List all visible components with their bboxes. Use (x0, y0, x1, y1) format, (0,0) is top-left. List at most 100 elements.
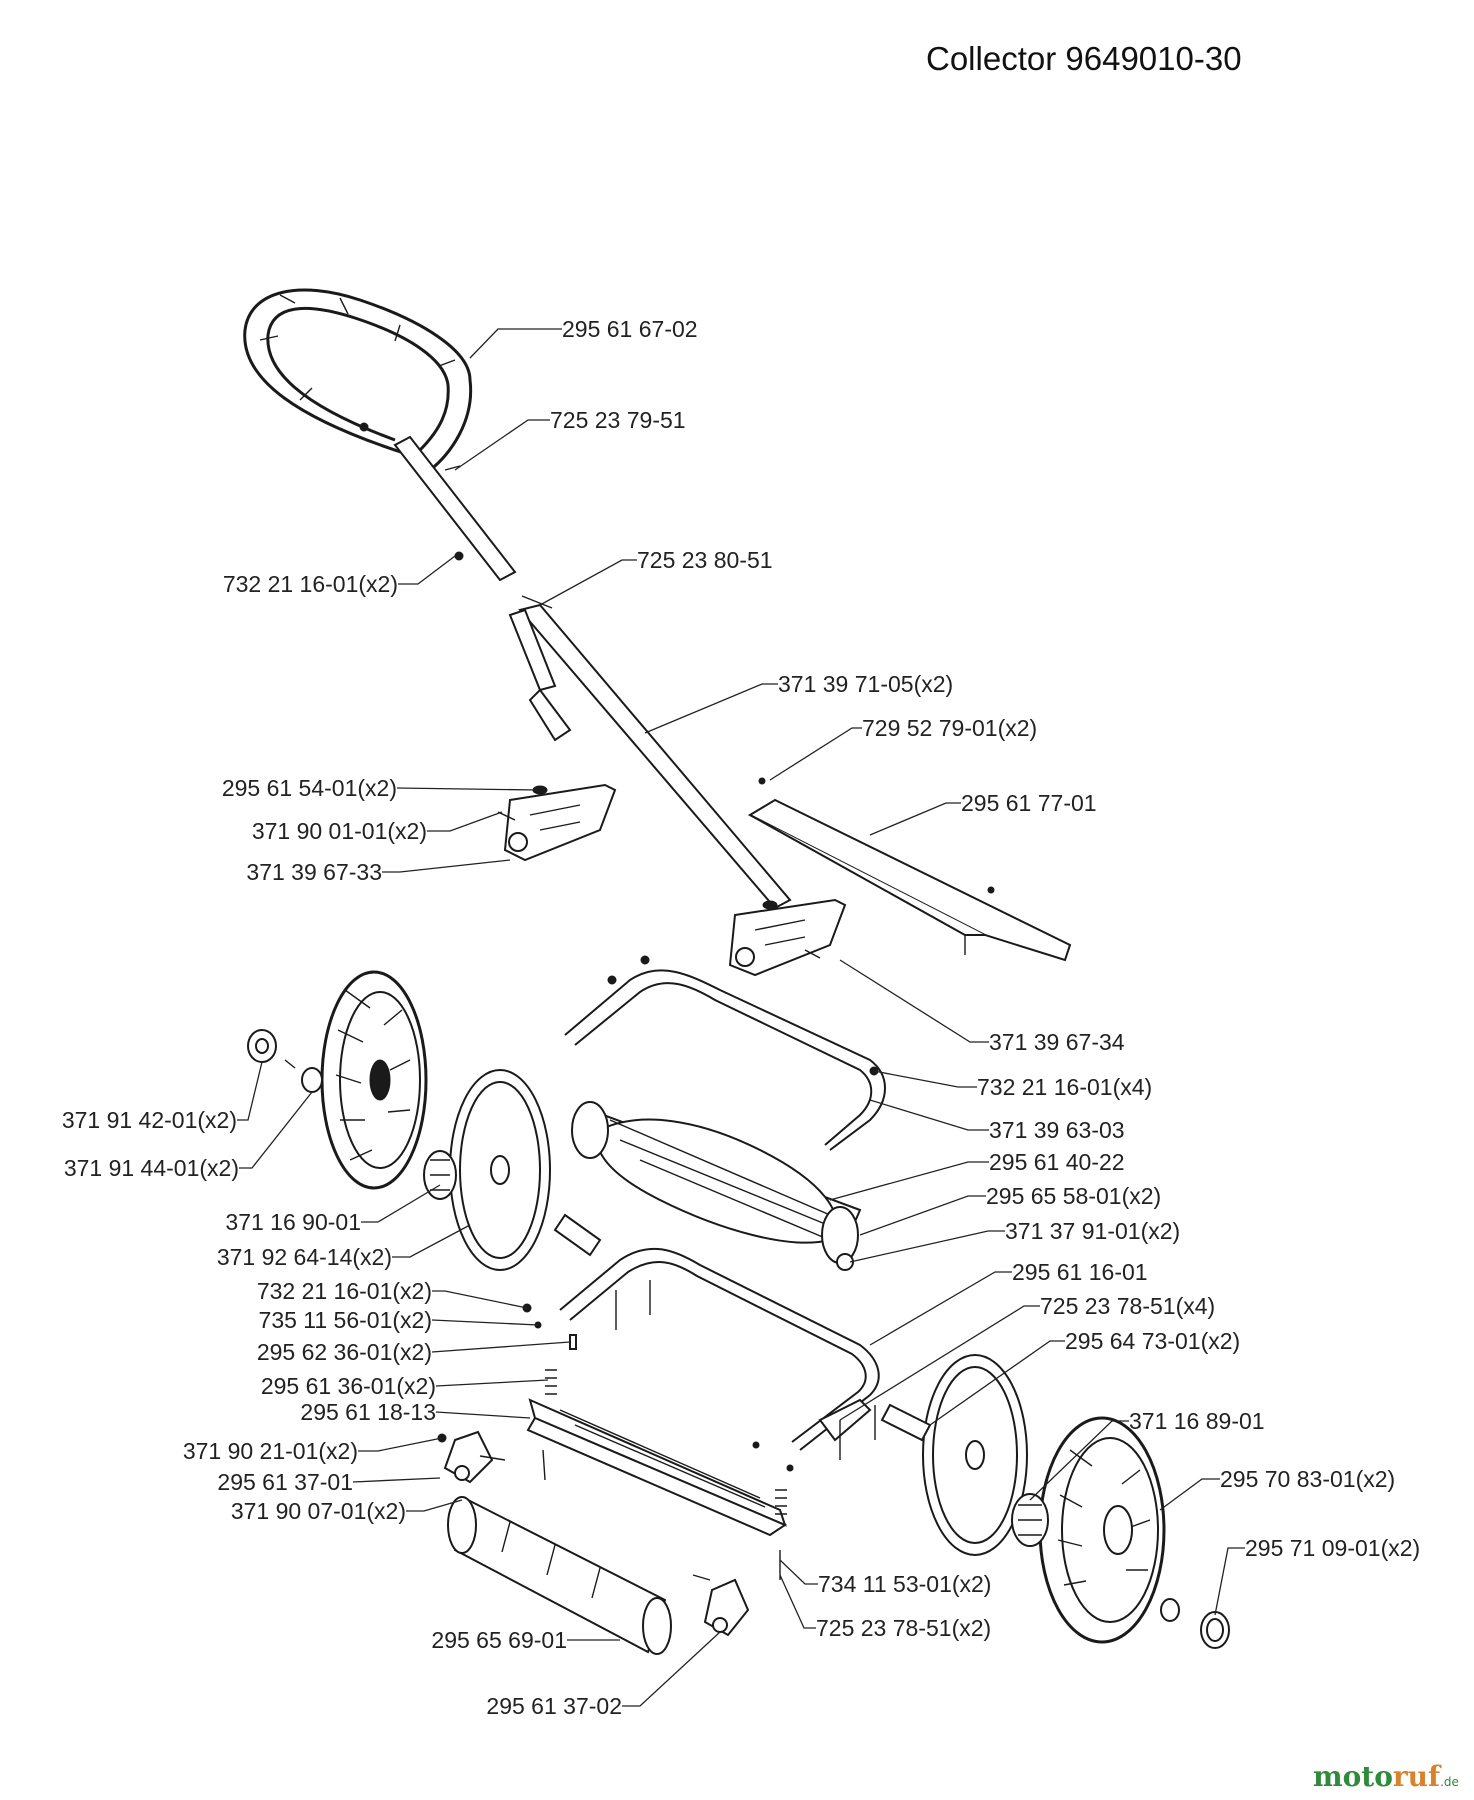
leader-line (398, 555, 456, 585)
leader-line (869, 802, 961, 836)
callout-label: 732 21 16-01(x4) (977, 1074, 1152, 1100)
leader-line (358, 1437, 443, 1452)
callout-label: 295 61 18-13 (300, 1399, 436, 1425)
leader-line (432, 1290, 528, 1309)
handle-bar-part (243, 288, 792, 910)
leader-line (239, 1091, 313, 1169)
callout-label: 371 90 21-01(x2) (183, 1438, 358, 1464)
leader-line (435, 1379, 549, 1387)
leader-line (779, 1574, 816, 1629)
leader-line (539, 559, 637, 606)
callout-label: 295 61 36-01(x2) (261, 1373, 436, 1399)
callout-label: 295 61 67-02 (562, 316, 698, 342)
bed-knife-part (526, 1398, 788, 1537)
axle-right-part (880, 1403, 932, 1442)
right-wheel-part (1038, 1416, 1166, 1644)
leader-line (839, 959, 989, 1043)
watermark-brand-a: moto (1313, 1760, 1393, 1793)
leader-line (644, 683, 778, 734)
callout-label: 729 52 79-01(x2) (862, 715, 1037, 741)
right-washers-part (1160, 1598, 1230, 1649)
leader-line (435, 1411, 531, 1419)
callout-label: 371 37 91-01(x2) (1005, 1218, 1180, 1244)
leader-line (396, 787, 539, 791)
callout-label: 295 65 69-01 (431, 1627, 567, 1653)
callout-label: 725 23 78-51(x4) (1040, 1293, 1215, 1319)
callout-label: 371 39 67-34 (989, 1029, 1125, 1055)
leader-line (839, 1305, 1040, 1421)
lower-frame-part (559, 1247, 880, 1451)
leader-line (431, 1341, 571, 1353)
leader-line (406, 1499, 463, 1512)
leader-line (779, 1559, 818, 1585)
svg-text:motoruf.de: motoruf.de (1313, 1760, 1459, 1793)
callout-label: 371 39 71-05(x2) (778, 671, 953, 697)
leader-line (869, 1271, 1012, 1346)
right-pinion-part (1011, 1493, 1049, 1547)
callout-label: 295 61 54-01(x2) (222, 775, 397, 801)
leader-line (469, 328, 562, 359)
callout-label: 371 16 89-01 (1129, 1408, 1265, 1434)
side-bracket-left-part (497, 783, 617, 862)
callout-label: 295 71 09-01(x2) (1245, 1535, 1420, 1561)
callout-label: 295 61 37-01 (217, 1469, 353, 1495)
left-wheel-plate-part (449, 1069, 551, 1271)
callout-labels: 295 61 67-02 725 23 79-51 732 21 16-01(x… (62, 316, 1420, 1719)
callout-label: 725 23 80-51 (637, 547, 773, 573)
callout-label: 734 11 53-01(x2) (818, 1571, 991, 1597)
leader-line (849, 1230, 1005, 1263)
watermark-brand-b: ruf (1393, 1760, 1442, 1793)
axle-left-part (553, 1213, 602, 1257)
leader-line (929, 1340, 1065, 1426)
callout-label: 732 21 16-01(x2) (223, 571, 398, 597)
leader-line (454, 419, 550, 471)
diagram-title: Collector 9649010-30 (926, 40, 1242, 77)
front-roller-part (447, 1496, 672, 1655)
leader-line (622, 1631, 721, 1707)
upper-frame-part (564, 955, 886, 1151)
leader-line (1029, 1420, 1129, 1501)
left-wheel-part (320, 970, 428, 1190)
leader-line (427, 811, 503, 832)
leader-line (1214, 1547, 1245, 1616)
callout-label: 295 61 37-02 (486, 1693, 622, 1719)
leader-line (869, 1099, 989, 1131)
callout-label: 371 90 07-01(x2) (231, 1498, 406, 1524)
callout-label: 371 91 42-01(x2) (62, 1107, 237, 1133)
left-pinion-part (423, 1150, 457, 1200)
left-washers-part (247, 1029, 323, 1093)
leader-line (382, 859, 511, 873)
watermark-logo: motoruf.de (1313, 1760, 1459, 1793)
callout-label: 371 90 01-01(x2) (252, 818, 427, 844)
leader-line (431, 1319, 539, 1326)
callout-label: 735 11 56-01(x2) (259, 1307, 432, 1333)
leader-line (237, 1061, 263, 1121)
callout-label: 295 65 58-01(x2) (986, 1183, 1161, 1209)
roller-bracket-left-part (443, 1430, 494, 1484)
side-bracket-right-part (728, 898, 847, 977)
callout-label: 295 61 16-01 (1012, 1259, 1148, 1285)
leader-line (1159, 1478, 1220, 1511)
callout-label: 725 23 78-51(x2) (816, 1615, 991, 1641)
roller-bracket-right-part (703, 1578, 750, 1637)
leader-line (352, 1477, 441, 1483)
callout-label: 732 21 16-01(x2) (257, 1278, 432, 1304)
callout-label: 295 62 36-01(x2) (257, 1339, 432, 1365)
callout-label: 371 92 64-14(x2) (217, 1244, 392, 1270)
watermark-suffix: .de (1440, 1775, 1459, 1789)
callout-label: 371 16 90-01 (225, 1209, 361, 1235)
leader-line (769, 727, 862, 781)
callout-label: 371 91 44-01(x2) (64, 1155, 239, 1181)
callout-label: 295 61 40-22 (989, 1149, 1125, 1175)
callout-label: 725 23 79-51 (550, 407, 686, 433)
leader-line (392, 1224, 471, 1258)
callout-label: 371 39 67-33 (246, 859, 382, 885)
leader-line (829, 1161, 989, 1201)
callout-label: 295 61 77-01 (961, 790, 1097, 816)
right-wheel-plate-part (922, 1354, 1028, 1556)
cutting-cylinder-part (571, 1101, 862, 1271)
callout-label: 295 70 83-01(x2) (1220, 1466, 1395, 1492)
leader-line (873, 1070, 977, 1088)
leader-line (361, 1184, 441, 1223)
